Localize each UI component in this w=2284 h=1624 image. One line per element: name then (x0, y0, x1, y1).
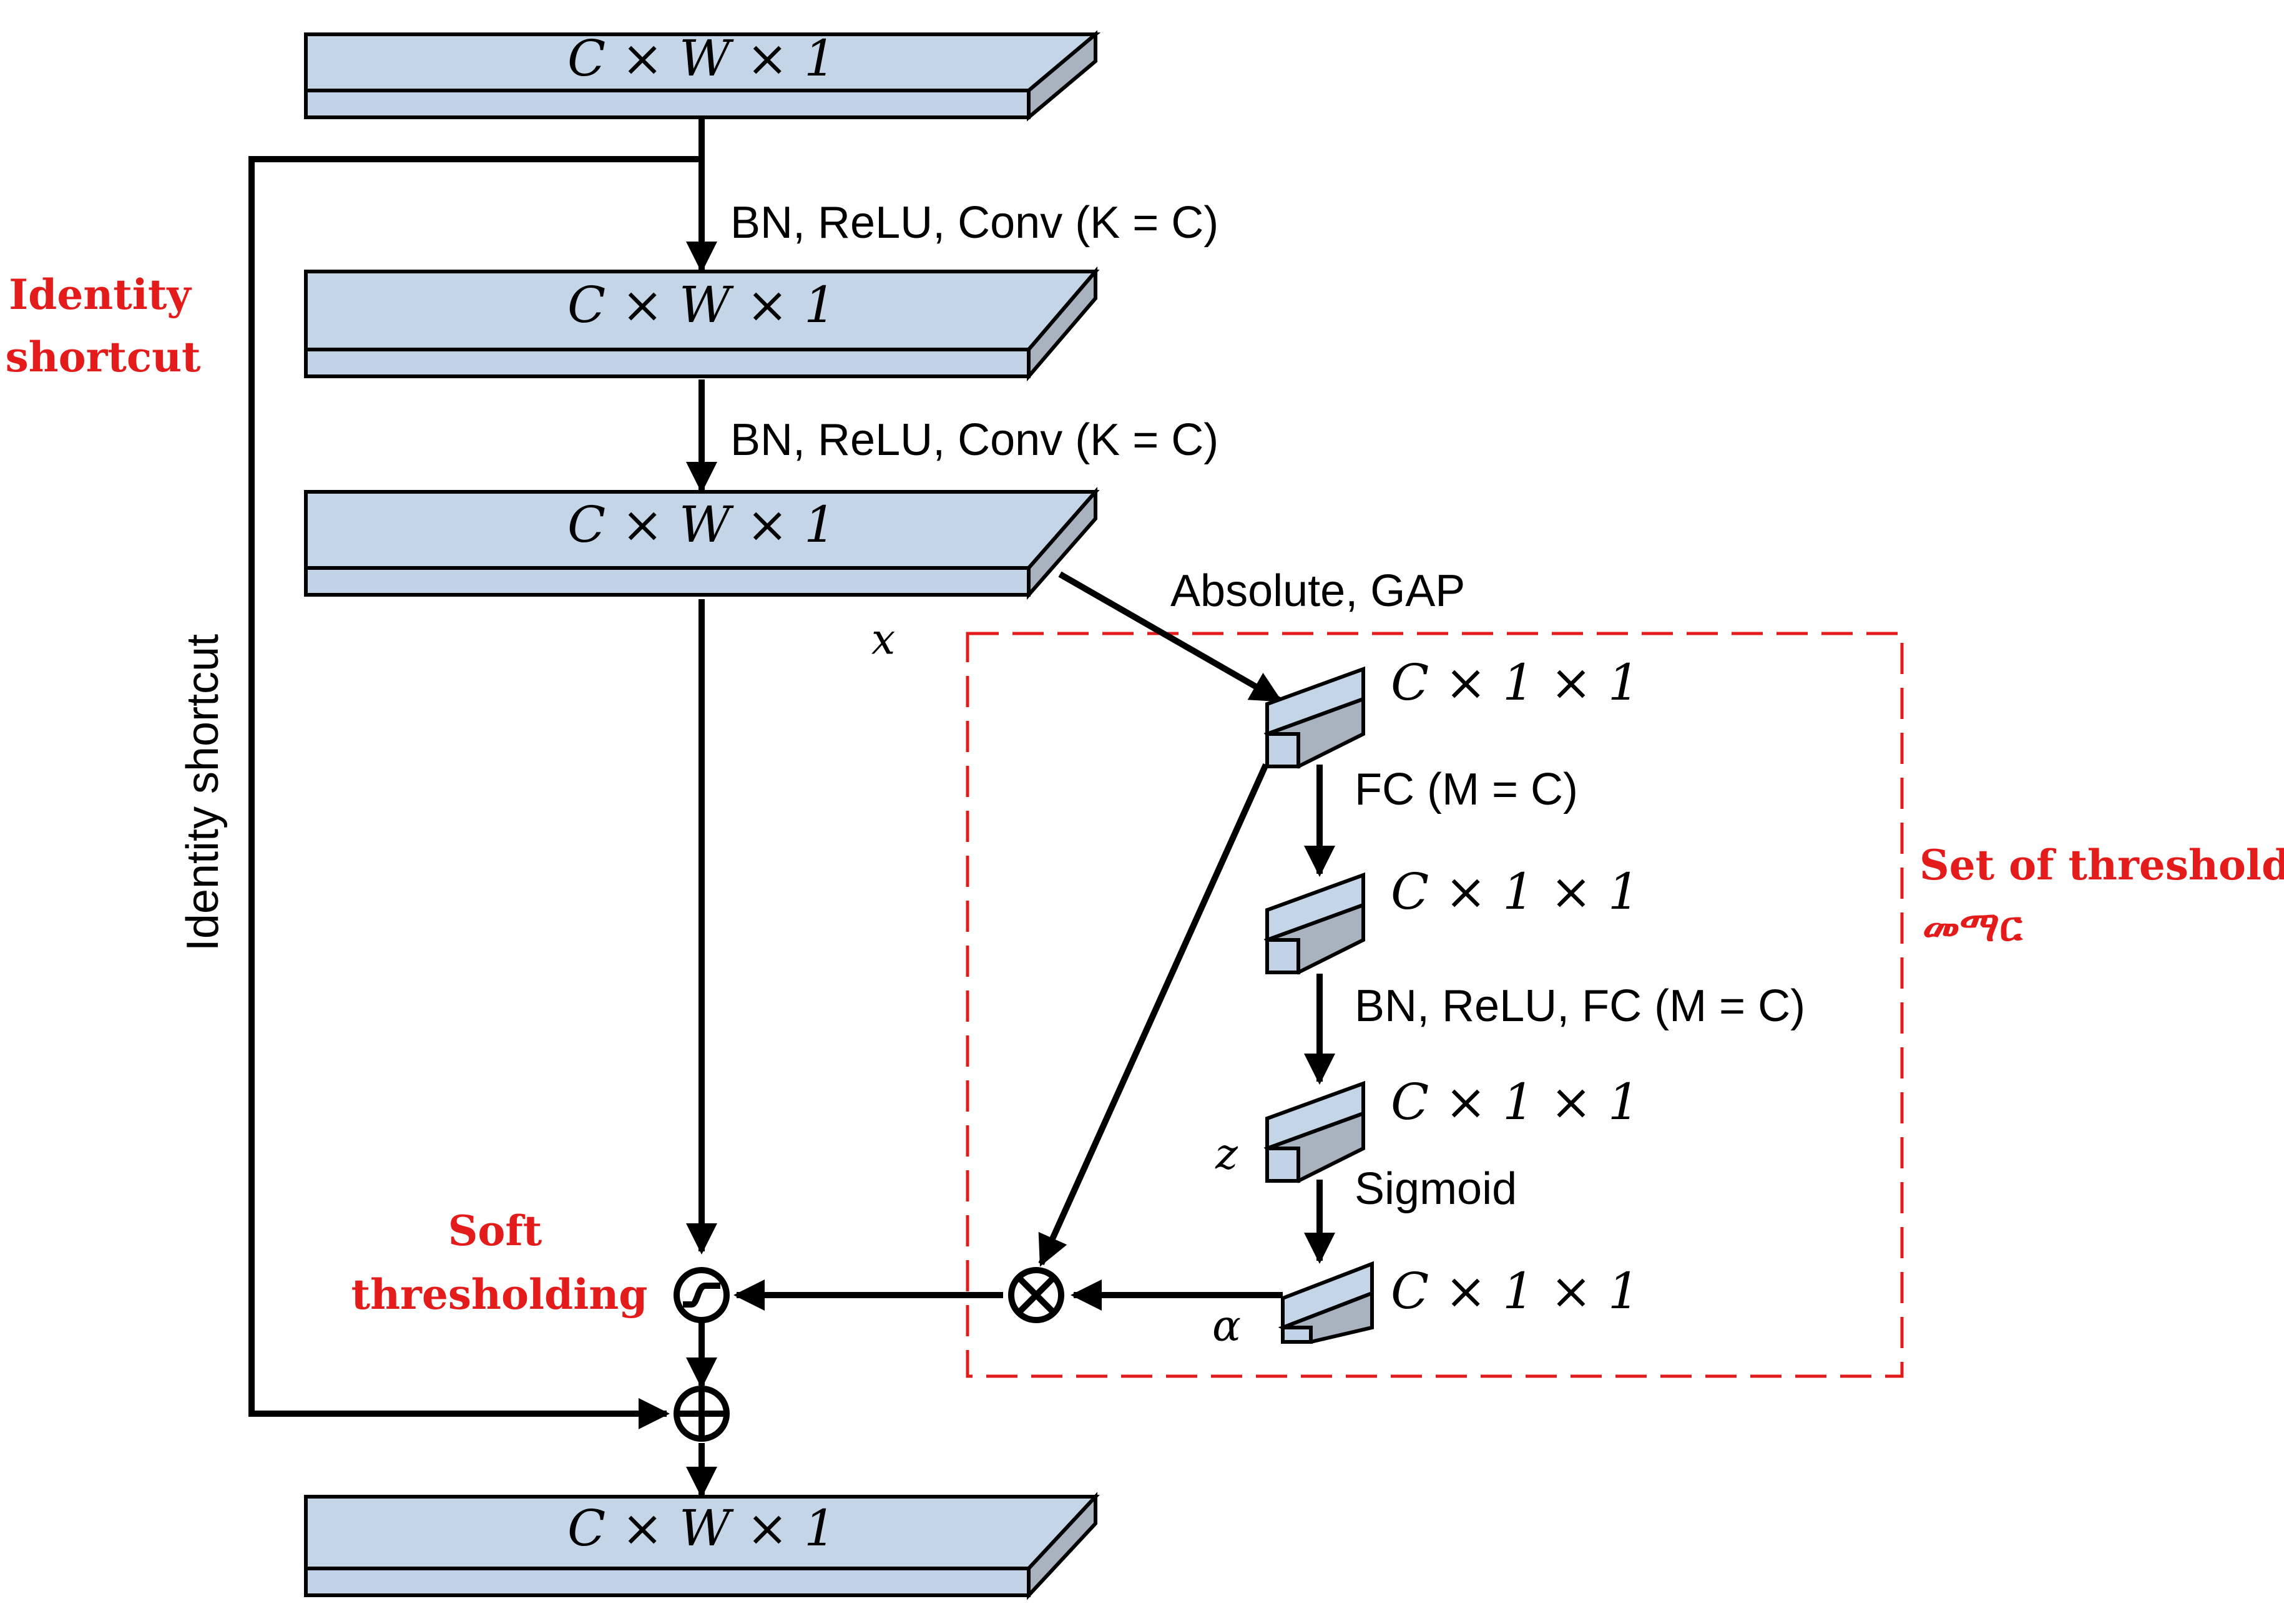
var-alpha: α (1212, 1302, 1241, 1351)
bar-fc1 (1263, 872, 1365, 975)
label-fc1: C × 1 × 1 (1391, 863, 1640, 921)
arrow-gap-to-multiply (1038, 763, 1269, 1267)
threshold-subnetwork-box (966, 632, 1904, 1378)
label-sigmoid: C × 1 × 1 (1391, 1262, 1640, 1320)
shortcut-label: Identity shortcut (178, 634, 228, 951)
annotation-thresholds-line1: Set of thresholds (1919, 841, 2284, 889)
op-fc1: FC (M = C) (1355, 765, 1578, 814)
slab-output (304, 1492, 1100, 1600)
slab-conv2 (304, 487, 1100, 600)
soft-threshold-operator-icon (674, 1267, 730, 1323)
annotation-identity-line2: shortcut (5, 333, 201, 381)
label-gap: C × 1 × 1 (1391, 653, 1640, 712)
op-conv1: BN, ReLU, Conv (K = C) (730, 198, 1218, 248)
slab-input (304, 30, 1101, 122)
label-output: C × W × 1 (567, 1499, 836, 1557)
annotation-soft-line2: thresholding (351, 1270, 648, 1319)
add-operator-icon (674, 1386, 730, 1442)
bar-fc2 (1263, 1080, 1365, 1183)
op-gap: Absolute, GAP (1170, 566, 1465, 616)
annotation-soft-line1: Soft (448, 1206, 542, 1255)
multiply-operator-icon (1008, 1267, 1064, 1323)
annotation-identity-line1: Identity (9, 270, 192, 319)
op-conv2: BN, ReLU, Conv (K = C) (730, 415, 1218, 465)
var-z: z (1215, 1130, 1238, 1180)
bar-gap (1263, 666, 1365, 769)
annotation-thresholds-line2: መማር (1923, 902, 2023, 951)
label-input: C × W × 1 (567, 29, 836, 87)
label-conv1: C × W × 1 (567, 276, 836, 334)
label-conv2: C × W × 1 (567, 496, 836, 554)
arrow-to-gap (1058, 571, 1283, 703)
identity-shortcut-line (248, 156, 702, 1429)
slab-conv1 (304, 266, 1100, 382)
label-fc2: C × 1 × 1 (1391, 1073, 1640, 1131)
op-fc2: BN, ReLU, FC (M = C) (1355, 981, 1805, 1031)
bar-sigmoid (1278, 1261, 1374, 1344)
var-x: x (871, 615, 895, 665)
op-sigmoid: Sigmoid (1355, 1164, 1517, 1214)
